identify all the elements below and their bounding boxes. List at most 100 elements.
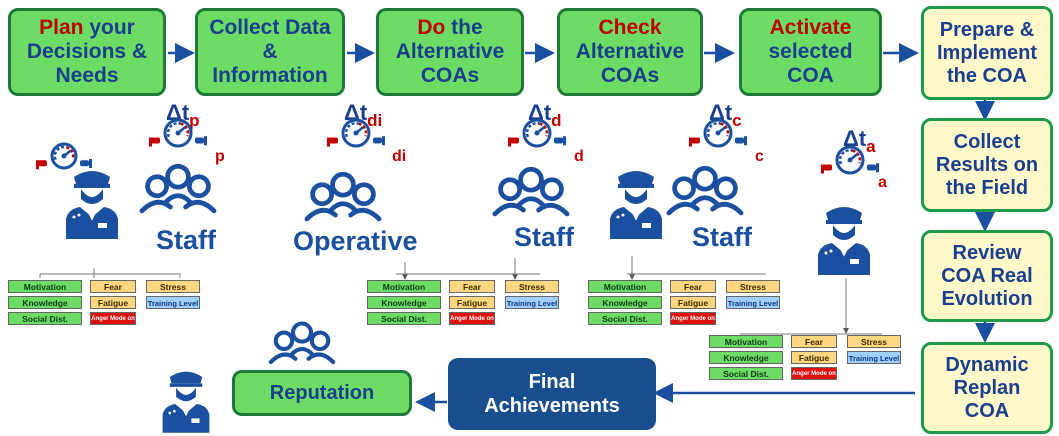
staff-label-2: Staff: [514, 222, 574, 252]
thumbs-down-icon: [689, 137, 700, 147]
thumbs-down-icon: [36, 160, 47, 170]
factor-tag-motivation: Motivation: [588, 280, 662, 293]
activate-keyword: Activate: [769, 16, 852, 39]
delta-t-a-label: Δta: [843, 126, 876, 157]
activate-coa-box: Activate selected COA: [739, 8, 882, 96]
delta-t-c-label: Δtc: [709, 100, 742, 131]
do-alternative-box: Do the Alternative COAs: [376, 8, 524, 96]
activate-line3: COA: [787, 64, 834, 87]
delta-subscript: a: [866, 137, 876, 156]
factor-tag-anger: Anger Mode on: [791, 367, 837, 380]
collect-line1: Collect Data: [209, 16, 331, 39]
plan-keyword: Plan: [39, 16, 84, 39]
factor-tag-motivation: Motivation: [367, 280, 441, 293]
factor-tag-social: Social Dist.: [8, 312, 82, 325]
thumbs-down-icon: [149, 137, 160, 147]
delta-symbol: Δt: [843, 126, 867, 151]
speedometer-icon: [835, 145, 865, 175]
delta-symbol: Δt: [344, 100, 368, 125]
factor-tag-fatigue: Fatigue: [90, 296, 136, 309]
factor-tag-fear: Fear: [90, 280, 136, 293]
speedometer-icon: [703, 118, 733, 148]
delta-subscript: c: [732, 111, 742, 130]
reputation-label: Reputation: [269, 382, 375, 404]
factor-tag-stress: Stress: [146, 280, 200, 293]
collect-line2: &: [262, 40, 278, 63]
thumbs-up-icon: [80, 159, 92, 168]
people-group-icon: [268, 321, 336, 365]
gauge-subscript-p: p: [215, 148, 225, 165]
delta-subscript: d: [551, 111, 562, 130]
factor-tag-social: Social Dist.: [367, 312, 441, 325]
officer-icon: [610, 171, 662, 239]
officer-icon: [66, 171, 118, 239]
speedometer-icon: [522, 118, 552, 148]
reputation-box: Reputation: [232, 370, 412, 416]
factor-tag-fatigue: Fatigue: [449, 296, 495, 309]
gauge-subscript-c: c: [755, 148, 764, 165]
factor-tag-knowledge: Knowledge: [367, 296, 441, 309]
plan-line1: your: [83, 16, 135, 39]
thumbs-up-icon: [735, 136, 747, 146]
factor-tag-motivation: Motivation: [8, 280, 82, 293]
factor-tag-training: Training Level: [726, 296, 780, 309]
do-line1: the: [445, 16, 483, 39]
factor-tag-anger: Anger Mode on: [670, 312, 716, 325]
operative-label: Operative: [293, 226, 418, 256]
delta-symbol: Δt: [709, 100, 733, 125]
plan-line2: Decisions &: [26, 40, 148, 63]
delta-t-di-label: Δtdi: [344, 100, 382, 131]
factor-tag-fear: Fear: [670, 280, 716, 293]
collect-line3: Information: [212, 64, 328, 87]
people-group-icon: [666, 165, 744, 216]
speedometer-icon: [50, 142, 78, 170]
thumbs-down-icon: [327, 137, 338, 147]
officer-icon: [162, 371, 210, 433]
check-line3: COAs: [600, 64, 660, 87]
do-line3: COAs: [420, 64, 480, 87]
check-line2: Alternative: [575, 40, 685, 63]
do-line2: Alternative: [395, 40, 505, 63]
delta-subscript: di: [367, 111, 383, 130]
speedometer-icon: [341, 118, 371, 148]
officer-icon: [818, 207, 870, 275]
factor-tag-knowledge: Knowledge: [588, 296, 662, 309]
people-group-icon: [492, 166, 570, 217]
thumbs-down-icon: [821, 164, 832, 174]
factor-tag-social: Social Dist.: [588, 312, 662, 325]
factor-tag-fear: Fear: [791, 335, 837, 348]
prepare-implement-box: Prepare & Implement the COA: [921, 6, 1053, 100]
factor-tag-anger: Anger Mode on: [90, 312, 136, 325]
factor-tag-fatigue: Fatigue: [791, 351, 837, 364]
factor-tag-stress: Stress: [847, 335, 901, 348]
plan-decisions-box: Plan your Decisions & Needs: [8, 8, 166, 96]
factor-tag-fatigue: Fatigue: [670, 296, 716, 309]
thumbs-up-icon: [195, 136, 207, 146]
factor-tag-knowledge: Knowledge: [709, 351, 783, 364]
factor-tag-training: Training Level: [505, 296, 559, 309]
gauge-subscript-a: a: [878, 174, 887, 191]
staff-label-1: Staff: [156, 225, 216, 255]
factor-tag-stress: Stress: [726, 280, 780, 293]
thumbs-up-icon: [554, 136, 566, 146]
delta-t-p-label: Δtp: [166, 100, 200, 131]
do-keyword: Do: [417, 16, 446, 39]
delta-t-d-label: Δtd: [528, 100, 562, 131]
people-group-icon: [304, 171, 382, 222]
thumbs-up-icon: [373, 136, 385, 146]
people-group-icon: [139, 163, 217, 214]
review-coa-box: Review COA Real Evolution: [921, 230, 1053, 322]
gauge-subscript-di: di: [392, 148, 407, 165]
factor-tag-social: Social Dist.: [709, 367, 783, 380]
collect-data-box: Collect Data & Information: [195, 8, 345, 96]
factor-tag-fear: Fear: [449, 280, 495, 293]
factor-tag-motivation: Motivation: [709, 335, 783, 348]
gauge-subscript-d: d: [574, 148, 584, 165]
plan-line3: Needs: [55, 64, 119, 87]
check-alternative-box: Check Alternative COAs: [557, 8, 703, 96]
speedometer-icon: [163, 118, 193, 148]
activate-line2: selected: [768, 40, 853, 63]
